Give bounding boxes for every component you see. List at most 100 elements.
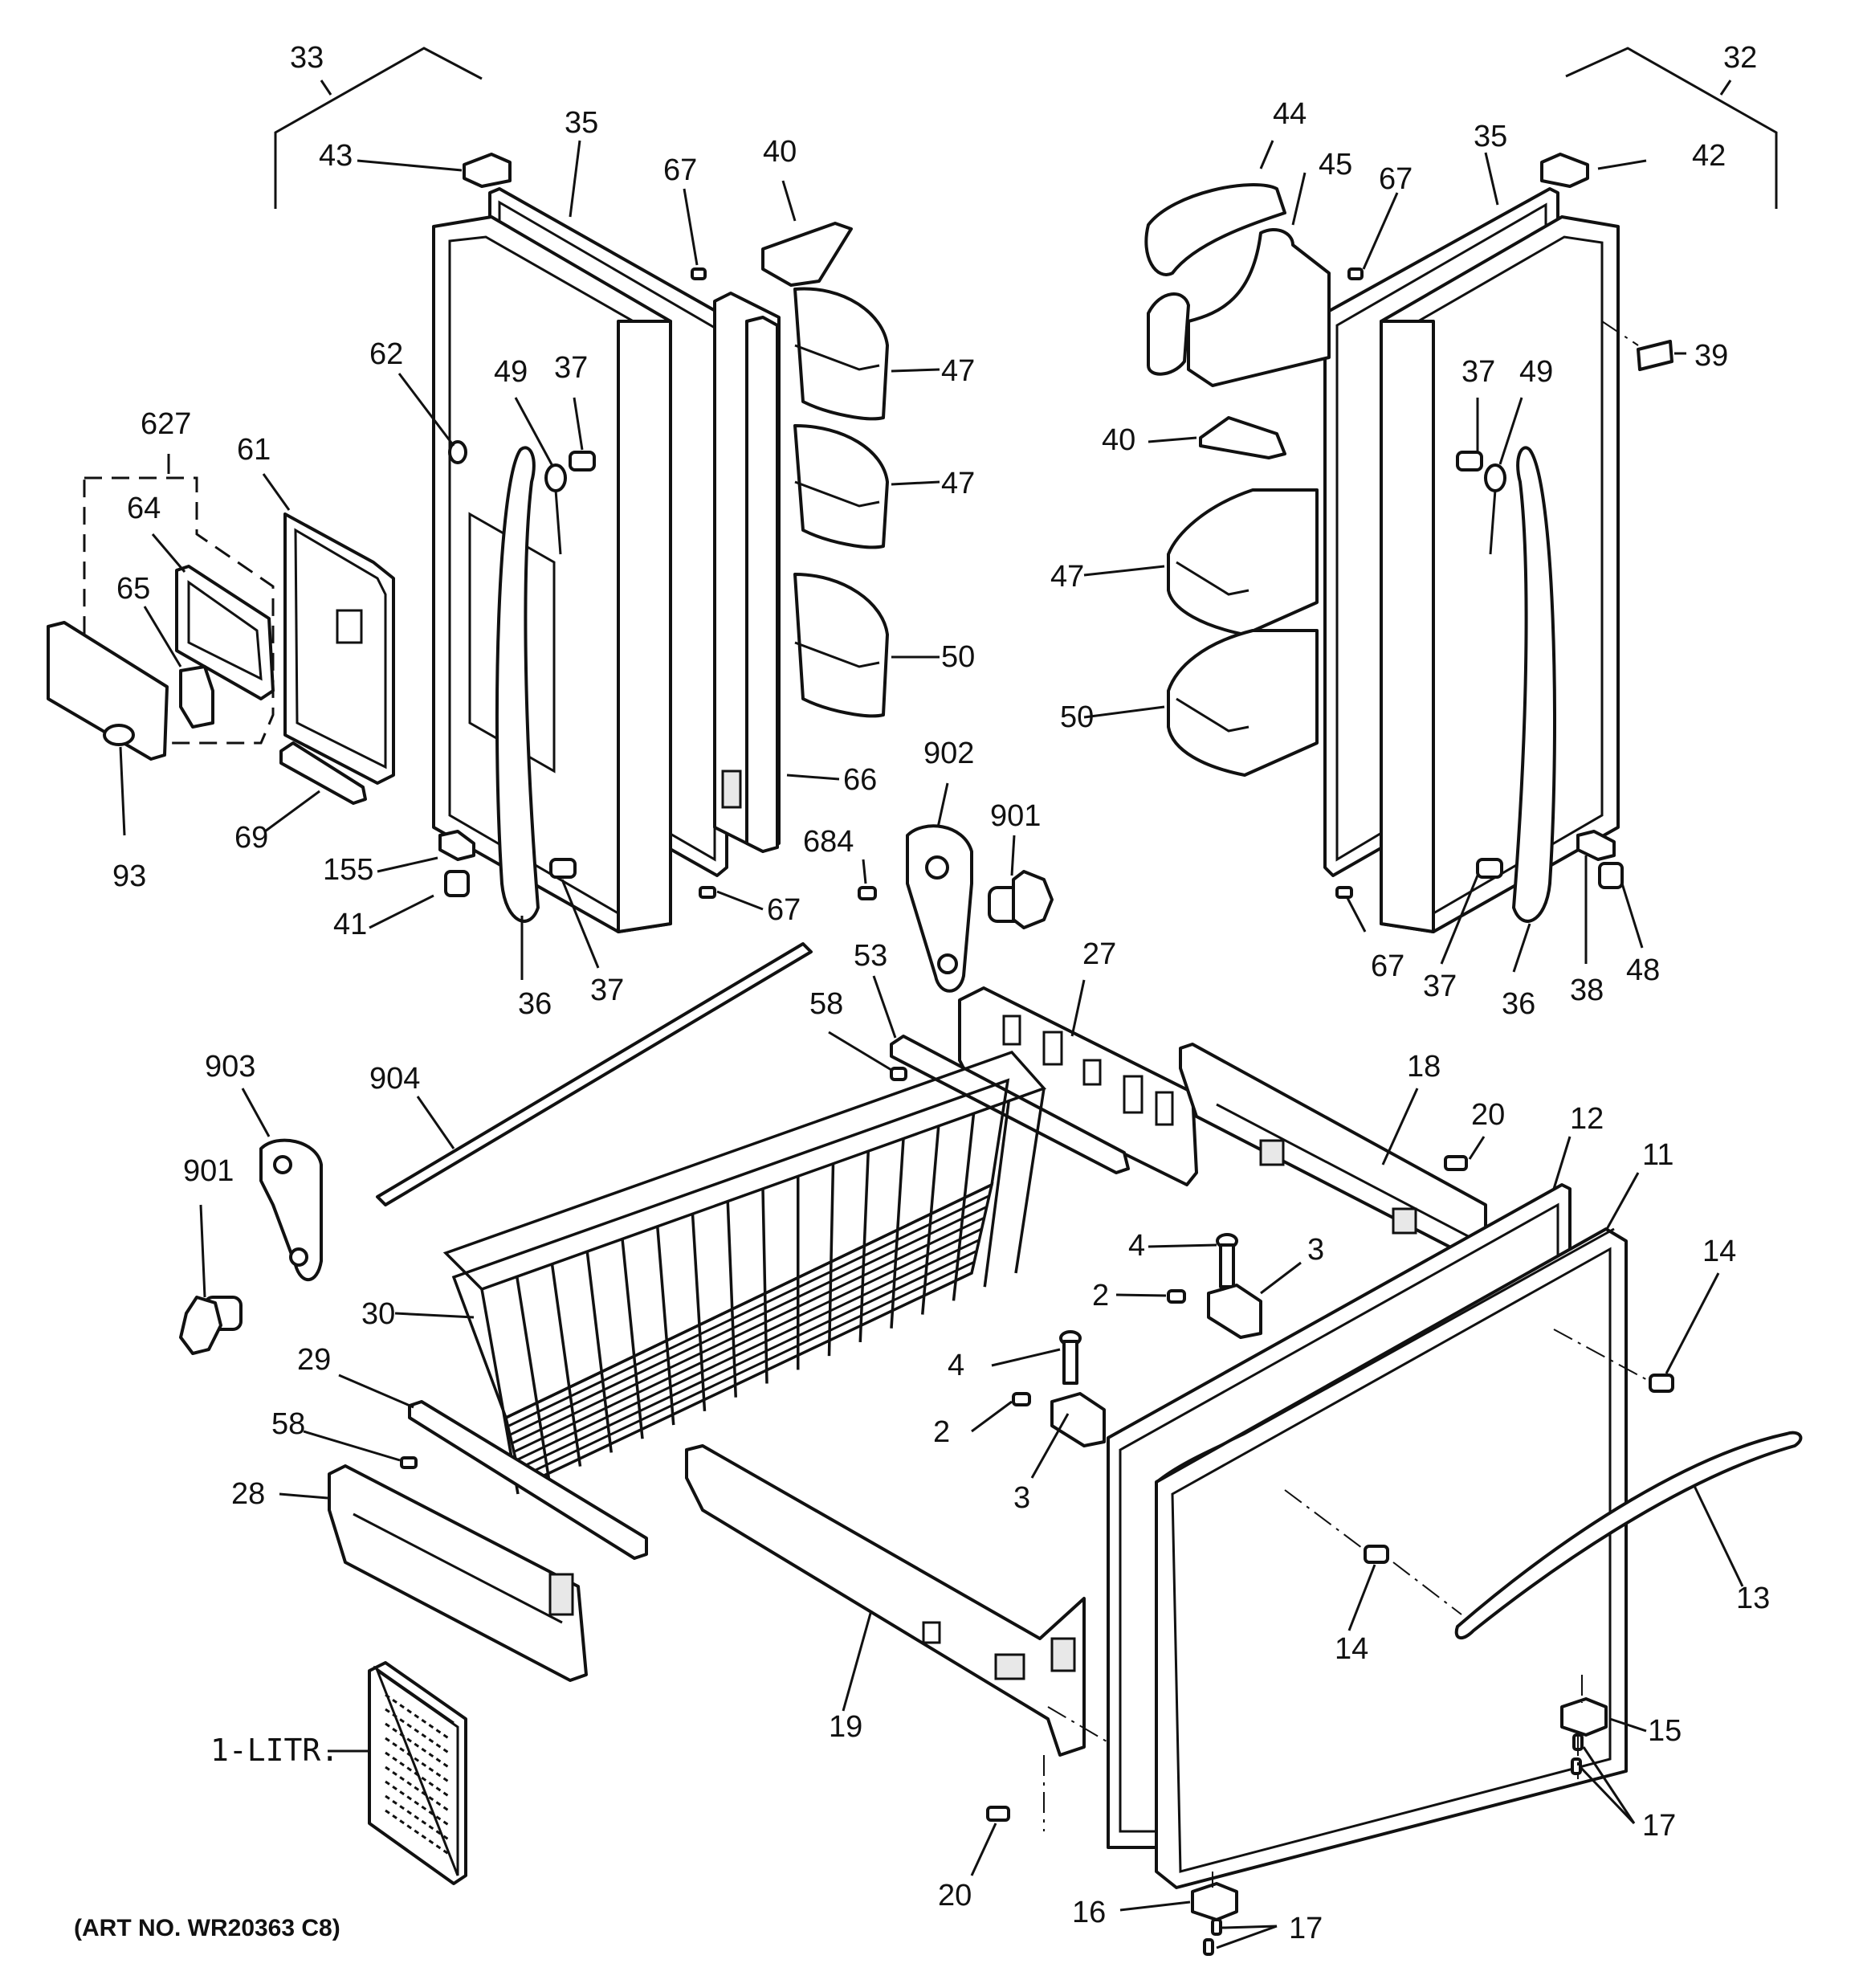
bracket-33 [274, 47, 483, 209]
label-47: 47 [941, 467, 975, 500]
freezer-slide-rail-leaders [842, 1610, 1117, 1876]
label-40: 40 [763, 135, 797, 169]
left-door-bins [691, 222, 889, 899]
basket-leaders [394, 1312, 475, 1319]
rails-left-leaders [279, 1374, 414, 1500]
basket-wire-grid [507, 1100, 1010, 1481]
label-16: 16 [1072, 1896, 1106, 1929]
dispenser-leaders [119, 454, 320, 836]
label-37: 37 [590, 974, 624, 1007]
label-14: 14 [1335, 1632, 1368, 1666]
label-35: 35 [565, 106, 598, 140]
basket-wire [519, 1260, 975, 1479]
basket-wire [509, 1206, 988, 1436]
label-1-litr: 1-LITR. [210, 1733, 339, 1768]
basket-wire [621, 1239, 644, 1439]
label-49: 49 [1519, 355, 1553, 389]
label-43: 43 [319, 139, 353, 173]
label-29: 29 [297, 1343, 331, 1377]
label-41: 41 [333, 908, 367, 941]
basket-wire [691, 1214, 707, 1411]
label-17: 17 [1642, 1809, 1676, 1843]
label-44: 44 [1273, 97, 1307, 131]
label-66: 66 [843, 763, 877, 797]
label-3: 3 [1307, 1233, 1324, 1267]
label-35: 35 [1474, 120, 1507, 153]
label-67: 67 [767, 893, 801, 927]
basket-wire [983, 1100, 1010, 1288]
label-37: 37 [1461, 355, 1495, 389]
label-13: 13 [1736, 1582, 1770, 1615]
literature-text-lines [385, 1693, 450, 1856]
basket-wire [511, 1216, 985, 1445]
literature-line [385, 1693, 450, 1741]
label-69: 69 [234, 821, 268, 855]
label-155: 155 [323, 853, 373, 887]
label-36: 36 [1502, 987, 1535, 1021]
basket-wire [858, 1151, 870, 1343]
label-53: 53 [854, 939, 887, 973]
right-door-bins [1144, 183, 1331, 777]
label-627: 627 [141, 407, 191, 441]
label-50: 50 [1060, 700, 1094, 734]
label-40: 40 [1102, 423, 1135, 457]
label-67: 67 [1379, 162, 1413, 196]
label-901: 901 [183, 1154, 234, 1188]
basket-wire [656, 1226, 675, 1426]
label-15: 15 [1648, 1714, 1682, 1748]
label-18: 18 [1407, 1050, 1441, 1084]
label-47: 47 [941, 354, 975, 388]
literature-line [385, 1751, 450, 1798]
center-leaders [828, 782, 1486, 1479]
label-901: 901 [990, 799, 1041, 833]
basket-wire [827, 1163, 835, 1357]
basket-wire [761, 1188, 768, 1384]
label-64: 64 [127, 492, 161, 525]
label-14: 14 [1702, 1235, 1736, 1268]
part-labels: 33 32 43 35 67 40 44 45 67 35 42 62 49 3… [112, 41, 1770, 1945]
label-11: 11 [1642, 1138, 1673, 1172]
label-48: 48 [1626, 953, 1660, 987]
label-902: 902 [923, 737, 974, 770]
label-49: 49 [494, 355, 528, 389]
label-17: 17 [1289, 1912, 1323, 1945]
literature-line [385, 1722, 450, 1770]
label-684: 684 [803, 825, 854, 859]
center-mechanism [858, 824, 1487, 1447]
basket-wire [507, 1194, 990, 1427]
basket-wire [585, 1251, 613, 1453]
label-38: 38 [1570, 974, 1604, 1007]
label-93: 93 [112, 859, 146, 893]
art-number: (ART NO. WR20363 C8) [74, 1915, 340, 1941]
label-12: 12 [1570, 1102, 1604, 1136]
label-67: 67 [1371, 949, 1404, 983]
dispenser-assembly [47, 476, 395, 805]
label-20: 20 [1471, 1098, 1505, 1132]
literature-line [385, 1737, 450, 1784]
basket-wire [513, 1227, 983, 1453]
freezer-drawer [1107, 1183, 1803, 1956]
label-39: 39 [1694, 339, 1728, 373]
label-903: 903 [205, 1050, 255, 1084]
label-27: 27 [1082, 937, 1116, 971]
label-3: 3 [1013, 1481, 1030, 1515]
literature-line [385, 1809, 450, 1856]
label-42: 42 [1692, 139, 1726, 173]
label-28: 28 [231, 1477, 265, 1511]
label-50: 50 [941, 640, 975, 674]
label-37: 37 [1423, 970, 1457, 1003]
label-61: 61 [237, 433, 271, 467]
label-58: 58 [271, 1407, 305, 1441]
label-62: 62 [369, 337, 403, 371]
label-58: 58 [809, 987, 843, 1021]
basket-wire [726, 1201, 737, 1398]
basket-wire [516, 1276, 551, 1481]
right-door-assembly [1323, 153, 1673, 933]
label-67: 67 [663, 153, 697, 187]
label-37: 37 [554, 351, 588, 385]
label-33: 33 [290, 41, 324, 75]
label-2: 2 [933, 1415, 950, 1449]
label-36: 36 [518, 987, 552, 1021]
left-lower-leaders [199, 1088, 455, 1298]
literature-line [385, 1766, 450, 1813]
